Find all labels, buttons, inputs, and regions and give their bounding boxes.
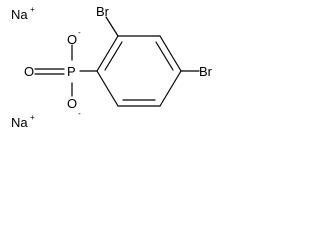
br-ortho-label: Br <box>96 4 110 19</box>
br-para-label: Br <box>199 64 213 79</box>
o-double-label: O <box>24 64 34 79</box>
bond-br-ortho <box>105 16 119 37</box>
o-top-label: O <box>67 32 77 47</box>
bond-ring-6 <box>96 70 119 107</box>
bond-ring-inner-1 <box>104 41 123 71</box>
bond-ring-inner-2 <box>155 41 174 71</box>
na-bottom-label: Na <box>11 115 28 130</box>
na-bottom-charge: + <box>30 113 35 122</box>
bond-ring-3 <box>159 35 182 72</box>
na-top-charge: + <box>30 5 35 14</box>
na-top-label: Na <box>11 7 28 22</box>
bonds <box>34 16 200 107</box>
o-bottom-charge: - <box>78 109 81 118</box>
bond-ring-4 <box>159 70 182 107</box>
p-label: P <box>67 64 76 79</box>
o-top-charge: - <box>78 28 81 37</box>
structure-diagram: Na + O - O P O - Na + Br Br <box>11 4 213 130</box>
bond-ring-1 <box>96 35 119 72</box>
o-bottom-label: O <box>67 96 77 111</box>
atom-labels: Na + O - O P O - Na + Br Br <box>11 4 213 130</box>
